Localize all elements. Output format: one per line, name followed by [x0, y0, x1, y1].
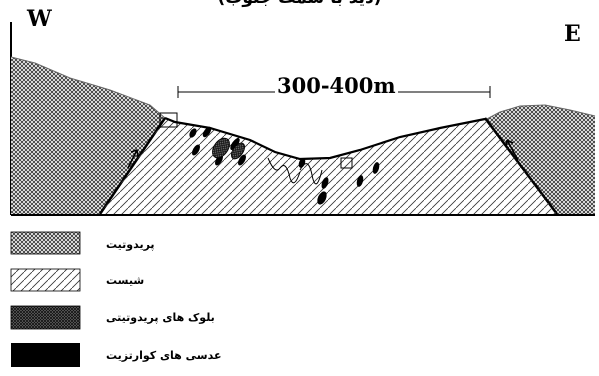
legend-swatch-schist	[10, 268, 81, 292]
west-label: W	[27, 6, 52, 32]
legend-swatch-peridotite	[10, 231, 81, 255]
valley-ground-surface	[164, 116, 486, 161]
view-direction-caption: (دید با سمت جنوب)	[0, 0, 599, 8]
legend-label-schist: شیست	[106, 274, 145, 287]
legend-swatch-quartzite-lenses	[11, 343, 80, 367]
quartzite-lens	[321, 177, 329, 189]
east-fault-arrow	[505, 139, 519, 161]
quartzite-lens	[298, 158, 306, 168]
west-peridotite-top	[10, 56, 166, 119]
quartzite-lens	[317, 191, 327, 205]
quartzite-lens	[372, 162, 380, 174]
legend-swatch-peridotite-blocks	[10, 305, 81, 330]
quartzite-lens	[238, 154, 246, 166]
quartzite-lens	[202, 126, 212, 138]
legend-label-quartzite-lenses: عدسی های کوارتزیت	[106, 349, 222, 362]
sample-box-center	[340, 157, 353, 169]
quartzite-lens	[189, 128, 197, 138]
east-label: E	[564, 21, 581, 47]
quartzite-lens	[230, 138, 240, 150]
sample-box-west	[159, 112, 178, 128]
quartzite-lens	[192, 144, 200, 156]
east-thrust-fault	[484, 117, 558, 215]
schist-valley-fill	[100, 118, 557, 214]
legend-label-peridotite-blocks: بلوک های پریدوتیتی	[106, 311, 215, 324]
peridotite-block-body	[231, 142, 245, 160]
fold-trace-1	[267, 157, 301, 184]
quartzite-lens	[356, 175, 364, 187]
valley-width-label: 300-400m	[275, 73, 398, 98]
east-peridotite-block	[485, 105, 595, 214]
west-fault-arrow	[127, 149, 139, 169]
peridotite-block-body	[212, 137, 230, 159]
east-peridotite-top	[484, 104, 596, 121]
legend-label-peridotite: پریدوتیت	[106, 238, 155, 251]
